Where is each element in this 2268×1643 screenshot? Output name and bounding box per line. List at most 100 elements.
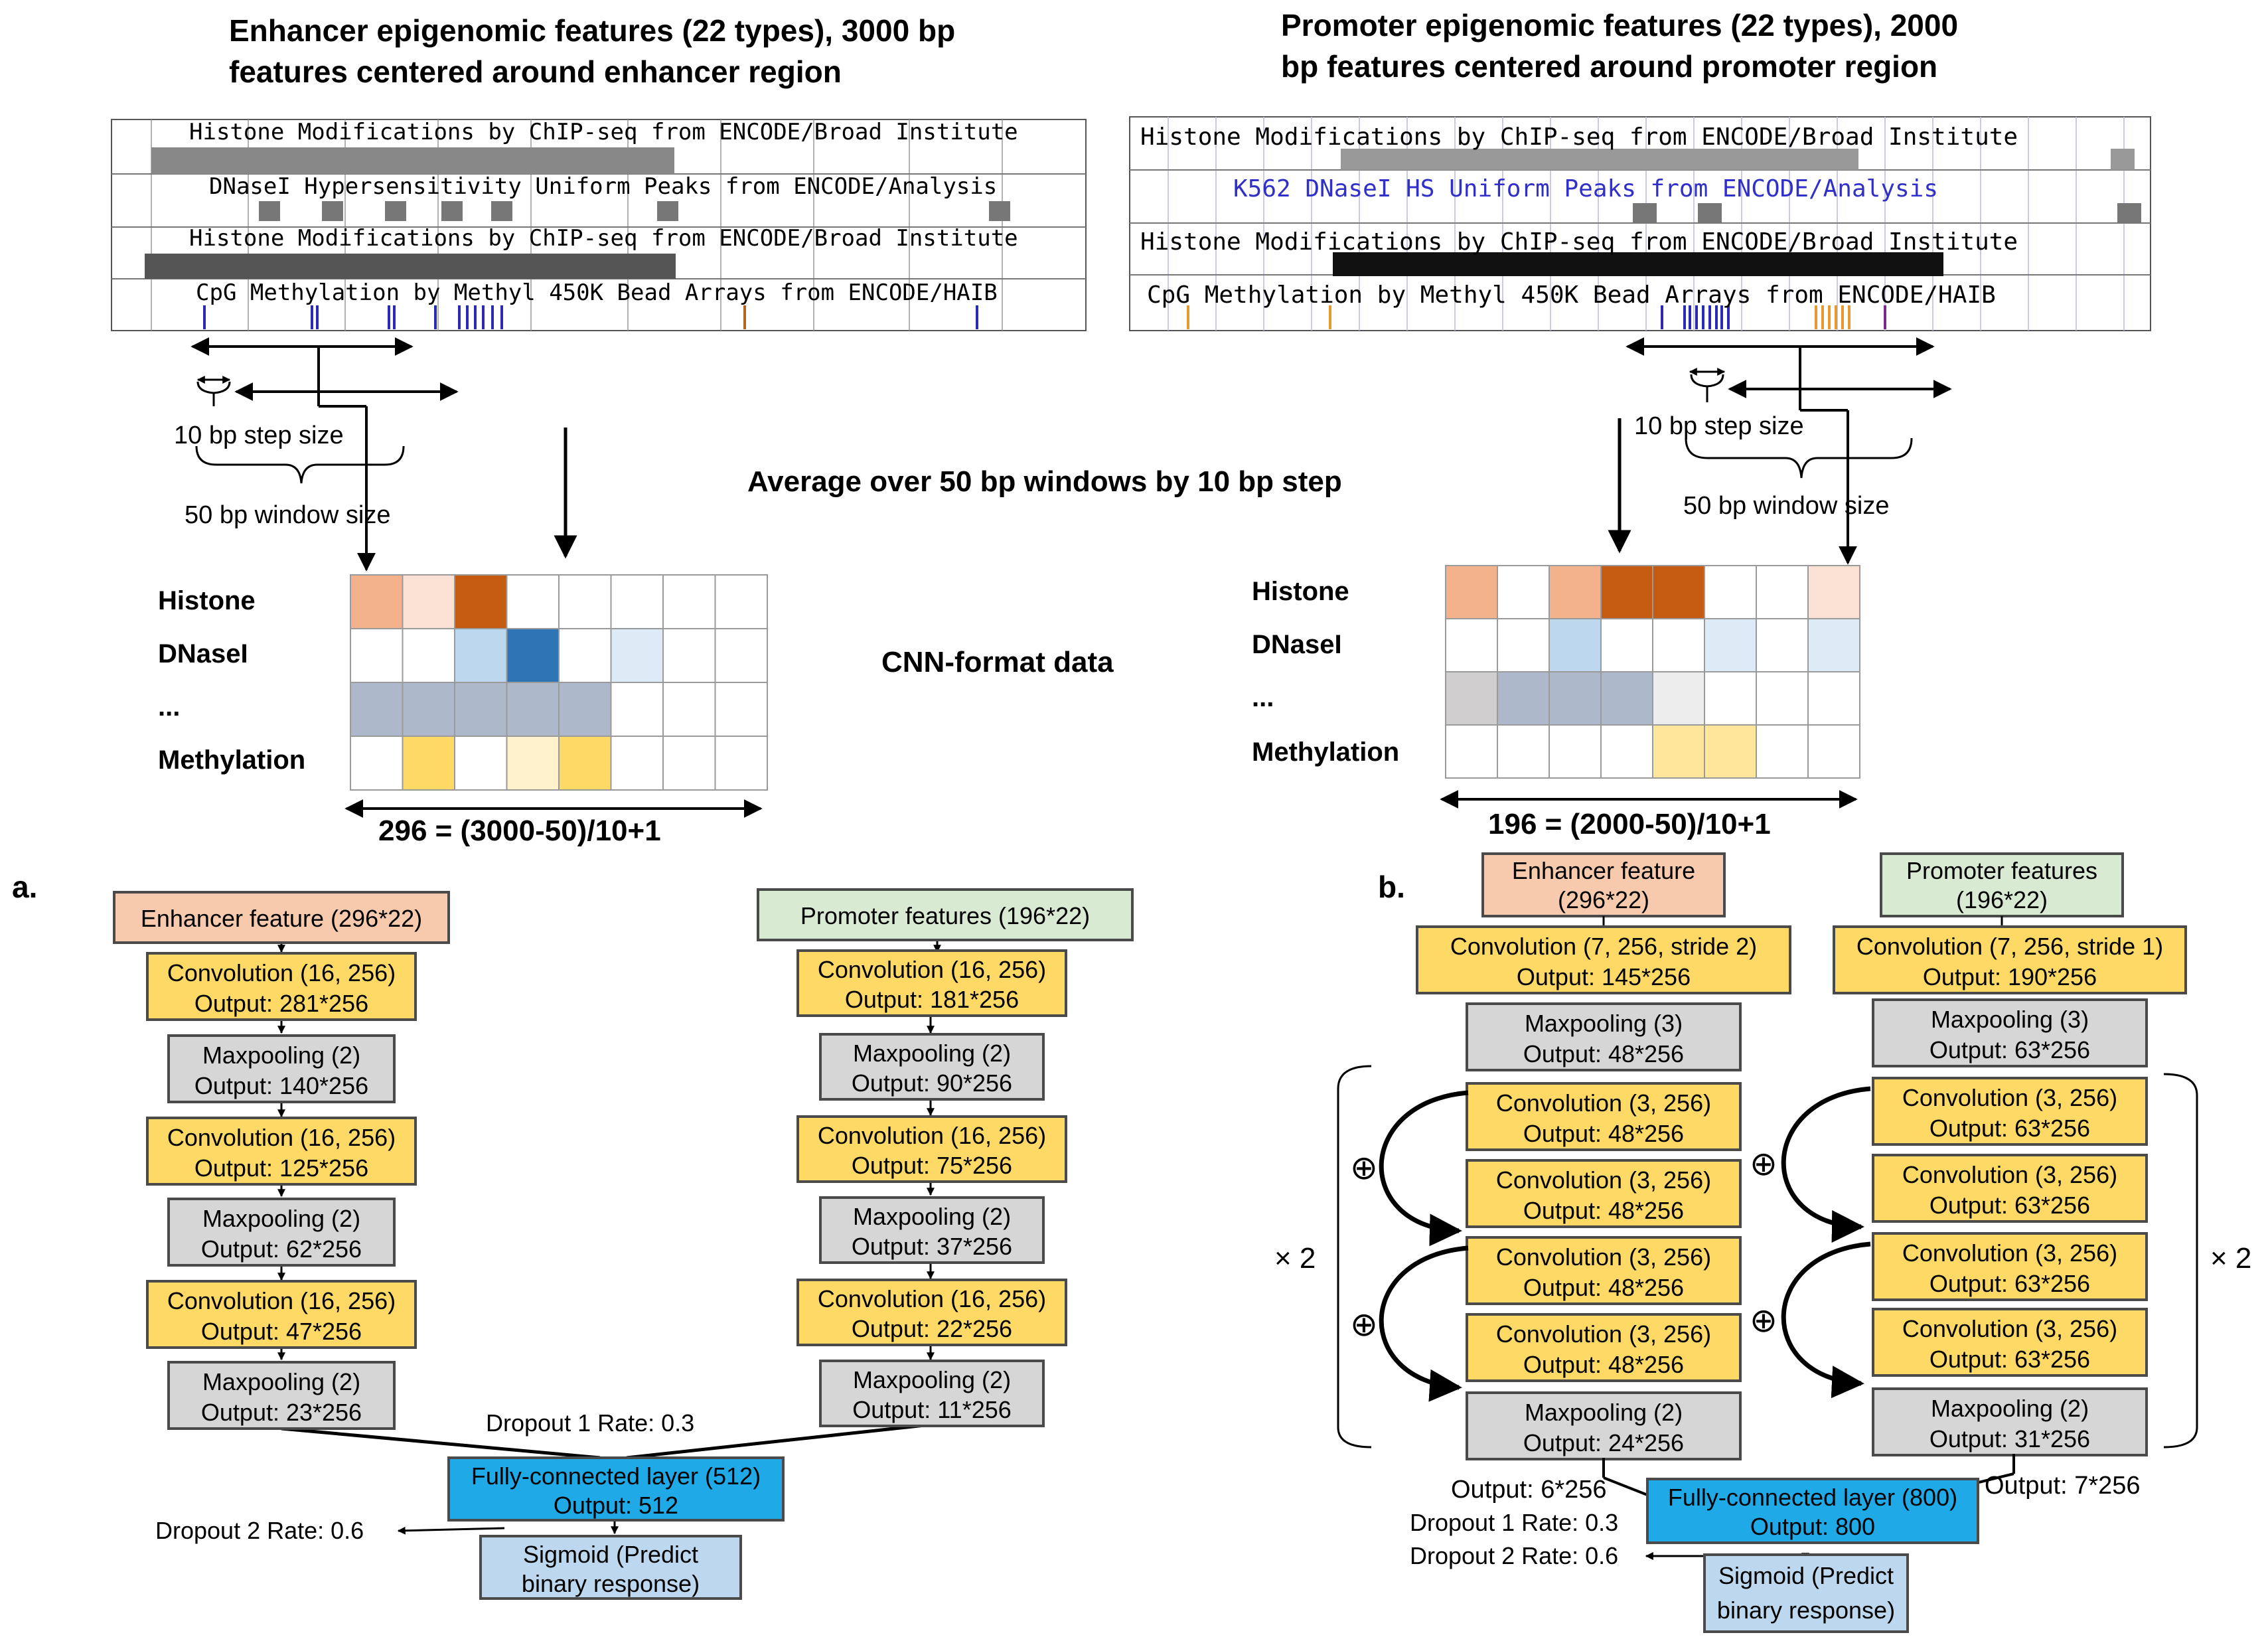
promoter-window-annotation <box>1608 337 1952 565</box>
panel-b-promoter-layer-4: Convolution (3, 256) Output: 63*256 <box>1872 1154 2148 1223</box>
grid-cell <box>1704 671 1757 726</box>
grid-cell <box>402 736 455 791</box>
svg-text:Sigmoid (Predict: Sigmoid (Predict <box>523 1541 698 1568</box>
grid-cell <box>1756 565 1809 619</box>
panel-b-sigmoid: Sigmoid (Predict binary response) <box>1703 1553 1909 1633</box>
svg-text:Output: 63*256: Output: 63*256 <box>1929 1115 2090 1142</box>
panel-a-enhancer-layer-5: Convolution (16, 256)Output: 47*256 <box>146 1280 417 1349</box>
panel-a-promoter-layer-1: Convolution (16, 256)Output: 181*256 <box>796 949 1067 1017</box>
enhancer-row-dnasei: DNaseI <box>158 639 248 668</box>
svg-text:Convolution (3, 256): Convolution (3, 256) <box>1496 1320 1711 1348</box>
panel-a-sigmoid: Sigmoid (Predict binary response) <box>479 1535 742 1600</box>
svg-text:Output: 63*256: Output: 63*256 <box>1929 1192 2090 1219</box>
promoter-track-panel: Histone Modifications by ChIP-seq from E… <box>1129 116 2151 331</box>
svg-text:Sigmoid (Predict: Sigmoid (Predict <box>1718 1562 1894 1589</box>
grid-cell <box>1756 724 1809 779</box>
svg-text:Output: 145*256: Output: 145*256 <box>1517 963 1691 990</box>
svg-text:(296*22): (296*22) <box>1558 886 1649 913</box>
grid-cell <box>1807 618 1860 672</box>
enhancer-cnn-grid <box>350 574 768 791</box>
panel-a-enhancer-layer-4: Maxpooling (2)Output: 62*256 <box>167 1198 396 1267</box>
svg-text:Convolution (7, 256, stride 2): Convolution (7, 256, stride 2) <box>1450 933 1757 960</box>
svg-text:Convolution (3, 256): Convolution (3, 256) <box>1902 1315 2117 1342</box>
promoter-row-methylation: Methylation <box>1252 738 1399 767</box>
panel-b-plus-3: ⊕ <box>1750 1145 1777 1182</box>
panel-b-enhancer-column: Convolution (7, 256, stride 2) Output: 14… <box>1416 925 1791 1460</box>
enhancer-track-1-label: Histone Modifications by ChIP-seq from E… <box>189 119 1018 145</box>
panel-b-enhancer-layer-6: Convolution (3, 256) Output: 48*256 <box>1466 1313 1742 1382</box>
grid-cell <box>506 736 560 791</box>
grid-cell <box>454 628 508 683</box>
svg-text:Fully-connected layer (800): Fully-connected layer (800) <box>1668 1484 1957 1511</box>
panel-a-promoter-column: Convolution (16, 256)Output: 181*256Maxp… <box>796 949 1067 1427</box>
svg-text:Output: 22*256: Output: 22*256 <box>852 1315 1012 1342</box>
promoter-row-labels: Histone DNaseI ... Methylation <box>1252 577 1399 767</box>
panel-a-enhancer-layer-3: Convolution (16, 256)Output: 125*256 <box>146 1117 417 1186</box>
panel-b-promoter-layer-5: Convolution (3, 256)Output: 63*256 <box>1872 1232 2148 1301</box>
promoter-track-1-label: Histone Modifications by ChIP-seq from E… <box>1140 123 2018 151</box>
promoter-row-ellipsis: ... <box>1252 683 1274 712</box>
svg-text:Enhancer feature (296*22): Enhancer feature (296*22) <box>141 905 422 932</box>
svg-text:Maxpooling (3): Maxpooling (3) <box>1931 1006 2089 1033</box>
svg-text:Maxpooling (2): Maxpooling (2) <box>853 1040 1011 1067</box>
svg-text:Convolution (3, 256): Convolution (3, 256) <box>1902 1084 2117 1111</box>
panel-b-times-left: × 2 <box>1274 1242 1316 1275</box>
panel-b-promoter-column: Convolution (7, 256, stride 1)Output: 19… <box>1833 925 2187 1456</box>
panel-a-promoter-input: Promoter features (196*22) <box>757 888 1134 941</box>
grid-cell <box>1756 671 1809 726</box>
grid-cell <box>610 736 664 791</box>
grid-cell <box>1600 618 1653 672</box>
grid-cell <box>1445 618 1498 672</box>
svg-text:Maxpooling (2): Maxpooling (2) <box>202 1368 360 1395</box>
grid-cell <box>1652 618 1705 672</box>
enhancer-window-annotation <box>190 337 577 572</box>
enhancer-row-labels: Histone DNaseI ... Methylation <box>158 586 305 775</box>
svg-text:Output: 48*256: Output: 48*256 <box>1523 1120 1684 1147</box>
panel-a-enhancer-layer-1: Convolution (16, 256)Output: 281*256 <box>146 952 417 1021</box>
panel-b-plus-2: ⊕ <box>1350 1306 1378 1343</box>
svg-text:Maxpooling (3): Maxpooling (3) <box>1525 1010 1683 1037</box>
svg-text:Output: 281*256: Output: 281*256 <box>194 990 368 1017</box>
grid-cell <box>1445 565 1498 619</box>
grid-cell <box>662 628 716 683</box>
enhancer-title-line2: features centered around enhancer region <box>229 54 842 89</box>
panel-a-promoter-layer-6: Maxpooling (2)Output: 11*256 <box>819 1360 1045 1427</box>
grid-cell <box>350 682 404 737</box>
grid-cell <box>714 628 768 683</box>
grid-cell <box>662 682 716 737</box>
enhancer-title-line1: Enhancer epigenomic features (22 types),… <box>229 13 955 48</box>
grid-cell <box>662 736 716 791</box>
svg-text:binary response): binary response) <box>522 1570 700 1597</box>
svg-text:Output: 190*256: Output: 190*256 <box>1923 963 2097 990</box>
svg-text:Output: 48*256: Output: 48*256 <box>1523 1351 1684 1378</box>
svg-text:Promoter features: Promoter features <box>1906 857 2097 884</box>
svg-text:Convolution (16, 256): Convolution (16, 256) <box>818 956 1046 983</box>
grid-cell <box>1704 724 1757 779</box>
panel-b-promoter-layer-3: Convolution (3, 256) Output: 63*256 <box>1872 1077 2148 1146</box>
grid-cell <box>714 682 768 737</box>
promoter-row-histone: Histone <box>1252 577 1349 606</box>
grid-cell <box>1652 671 1705 726</box>
grid-cell <box>1549 618 1602 672</box>
svg-text:Maxpooling (2): Maxpooling (2) <box>1931 1395 2089 1422</box>
panel-b-pro-out: Output: 7*256 <box>1985 1472 2141 1500</box>
grid-cell <box>350 736 404 791</box>
panel-a-promoter-layer-5: Convolution (16, 256)Output: 22*256 <box>796 1279 1067 1346</box>
svg-text:Output: 48*256: Output: 48*256 <box>1523 1040 1684 1067</box>
panel-a-label: a. <box>12 870 37 904</box>
panel-b-plus-1: ⊕ <box>1350 1149 1378 1186</box>
grid-cell <box>1807 671 1860 726</box>
grid-cell <box>506 574 560 629</box>
grid-cell <box>1807 565 1860 619</box>
grid-cell <box>1497 618 1550 672</box>
panel-b-dropout2: Dropout 2 Rate: 0.6 <box>1410 1542 1618 1569</box>
grid-cell <box>1652 724 1705 779</box>
svg-text:Convolution (3, 256): Convolution (3, 256) <box>1902 1161 2117 1188</box>
svg-text:Output: 512: Output: 512 <box>554 1492 678 1519</box>
grid-cell <box>1445 724 1498 779</box>
enhancer-row-histone: Histone <box>158 586 256 615</box>
svg-text:Output: 31*256: Output: 31*256 <box>1929 1425 2090 1452</box>
enhancer-window-label: 50 bp window size <box>185 501 391 529</box>
svg-text:Convolution (16, 256): Convolution (16, 256) <box>167 1124 396 1151</box>
